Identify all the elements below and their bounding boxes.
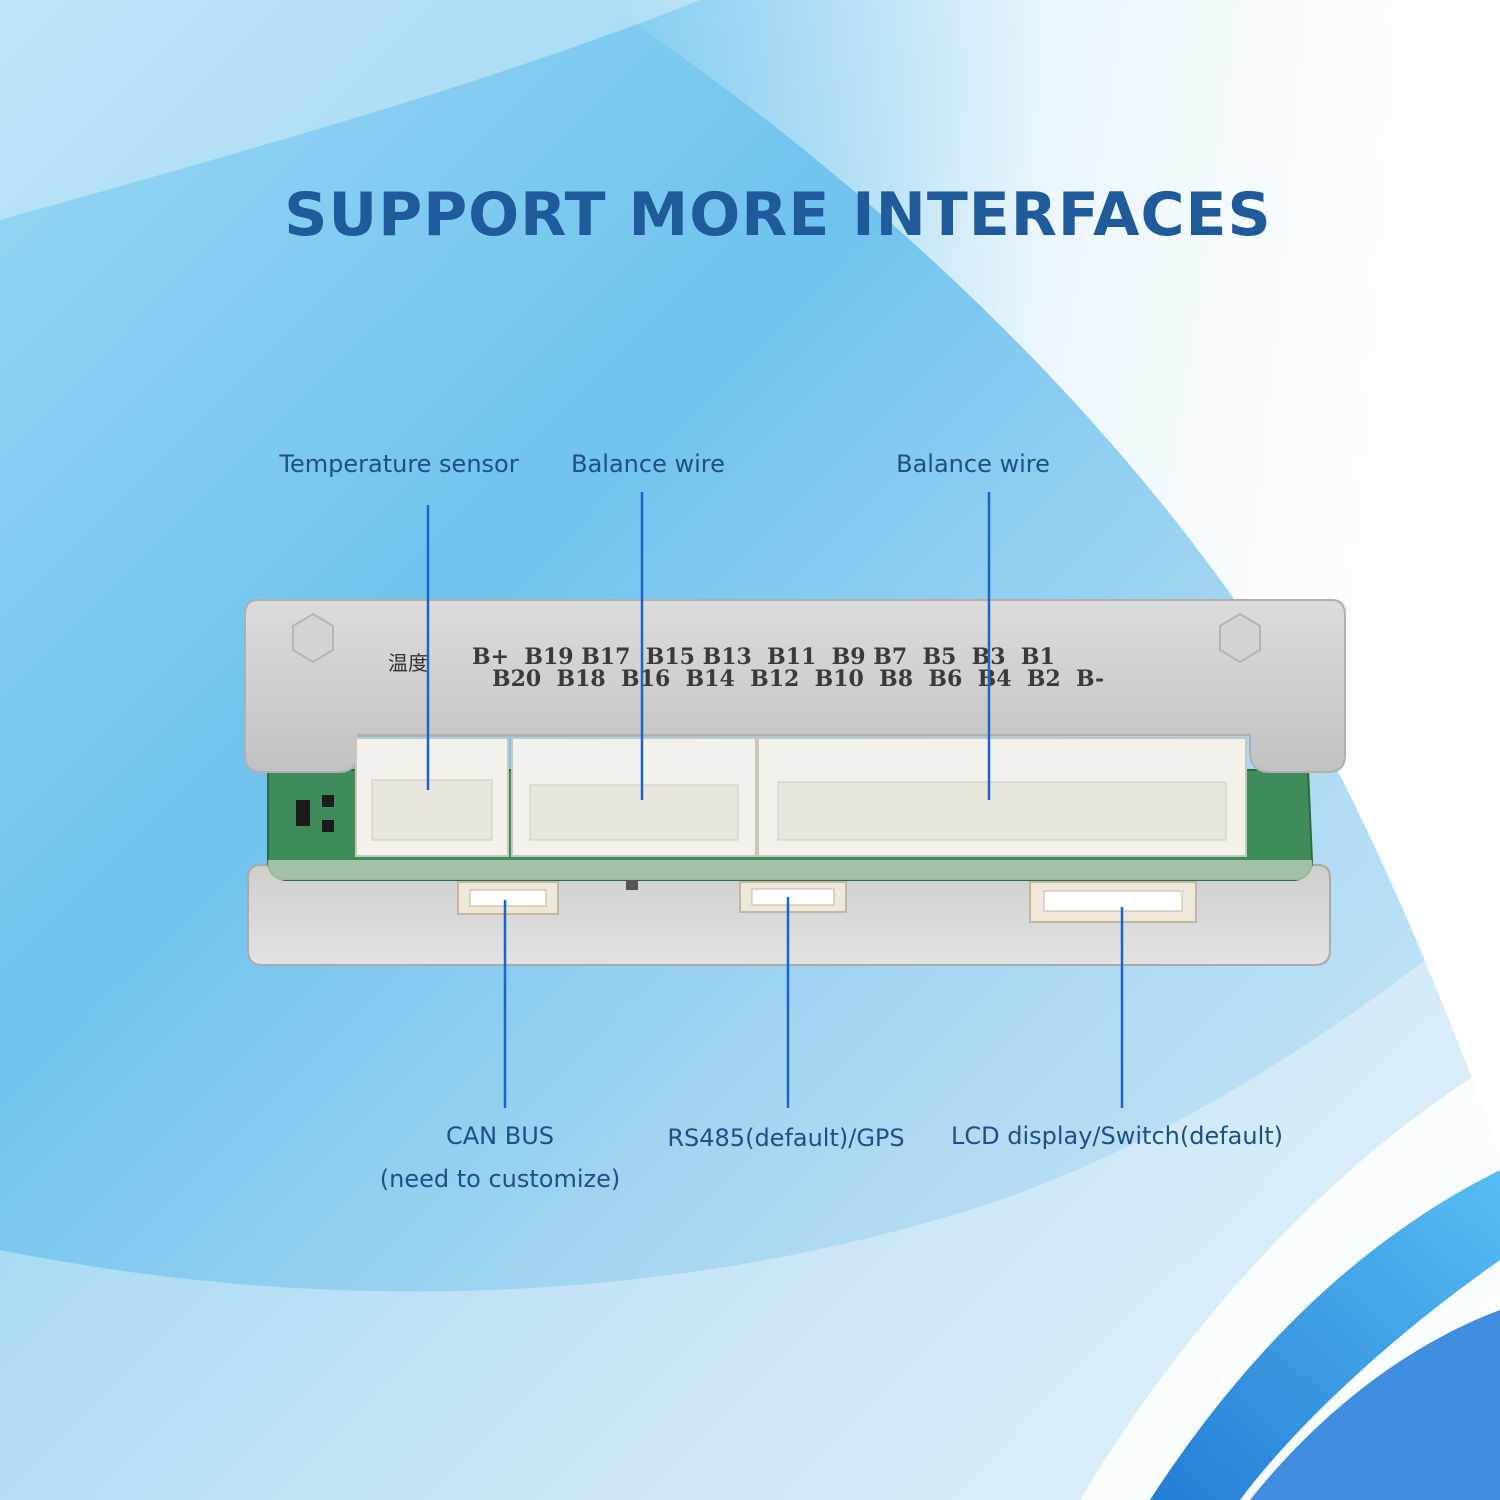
connector-can-bus [457, 881, 559, 915]
connector-balance-1 [511, 737, 757, 857]
page-title: SUPPORT MORE INTERFACES [284, 180, 1272, 250]
board-cn-label: 温度 [388, 651, 428, 675]
label-balance-wire-2: Balance wire [896, 450, 1050, 478]
top-plate: 温度 B+ B19 B17 B15 B13 B11 B9 B7 B5 B3 B1… [244, 599, 1346, 773]
label-balance-wire-1: Balance wire [571, 450, 725, 478]
label-can-bus-note: (need to customize) [379, 1165, 621, 1193]
connector-lcd [1029, 881, 1197, 923]
leader-lines [426, 492, 1124, 1108]
label-temperature-sensor: Temperature sensor [279, 450, 519, 478]
label-rs485: RS485(default)/GPS [667, 1124, 905, 1152]
connector-temperature [355, 737, 509, 857]
connector-balance-2 [757, 737, 1247, 857]
label-lcd-display: LCD display/Switch(default) [950, 1122, 1284, 1150]
board-pin-row-1: B+ B19 B17 B15 B13 B11 B9 B7 B5 B3 B1 [472, 644, 1055, 670]
connector-rs485 [739, 881, 847, 913]
board-pin-row-2: B20 B18 B16 B14 B12 B10 B8 B6 B4 B2 B- [492, 666, 1104, 692]
label-can-bus: CAN BUS [445, 1122, 555, 1150]
